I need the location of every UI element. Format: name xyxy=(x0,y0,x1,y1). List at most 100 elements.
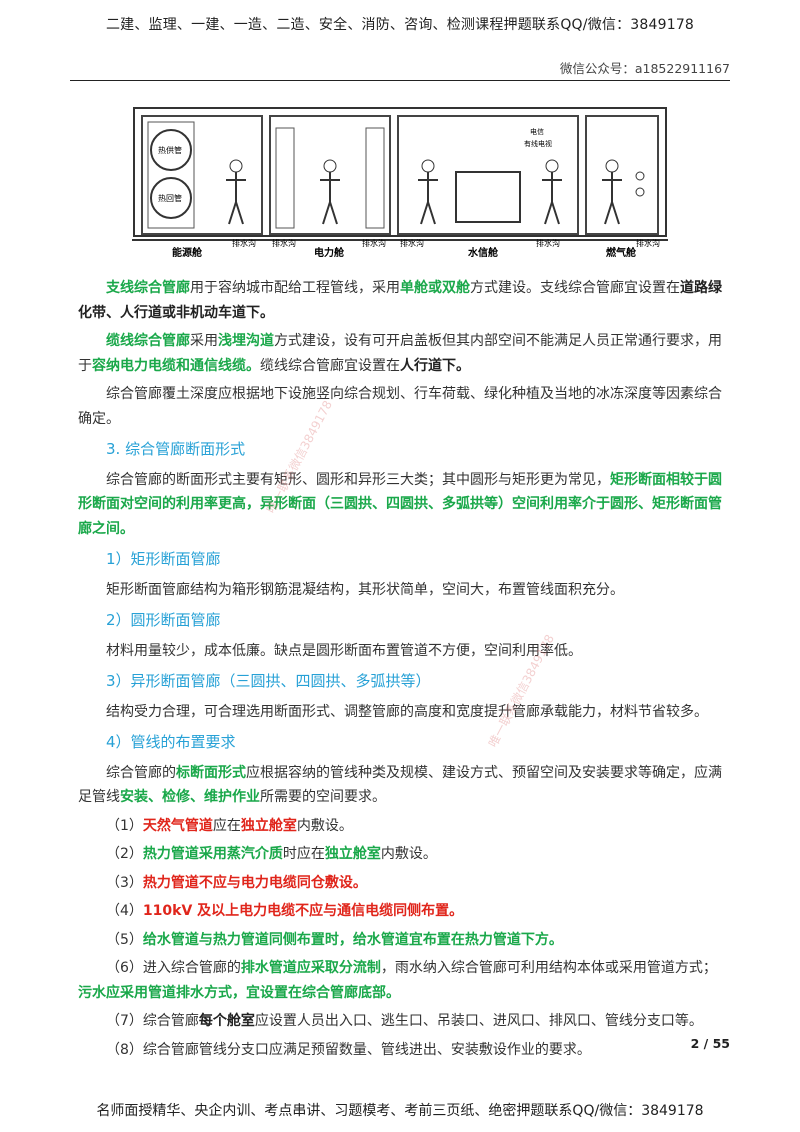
text: 综合管廊管线分支口应满足预留数量、管线进出、安装敷设作业的要求。 xyxy=(142,1041,591,1058)
text: 应在 xyxy=(212,817,241,834)
text: ，雨水纳入综合管廊可利用结构本体或采用管道方式； xyxy=(380,960,717,976)
worker-head xyxy=(229,159,243,173)
text: 用于容纳城市配给工程管线，采用 xyxy=(190,280,400,296)
paragraph-cover-depth: 综合管廊覆土深度应根据地下设施竖向综合规划、行车荷载、绿化种植及当地的冰冻深度等… xyxy=(78,386,722,427)
text: 综合管廊的 xyxy=(106,764,176,781)
content-body: 支线综合管廊用于容纳城市配给工程管线，采用单舱或双舱方式建设。支线综合管廊宜设置… xyxy=(78,276,724,1066)
red-term: 110kV 及以上电力电缆不应与通信电缆同侧布置。 xyxy=(142,903,464,919)
item-number: （2） xyxy=(106,846,143,862)
subheading-special-shape: 3）异形断面管廊（三圆拱、四圆拱、多弧拱等） xyxy=(106,672,431,690)
top-banner: 二建、监理、一建、一造、二造、安全、消防、咨询、检测课程押题联系QQ/微信：38… xyxy=(105,17,695,33)
figure-svg: 热供管 热回管 能源舱 排水沟 电力舱 排水沟 排水沟 电信 有线电视 水信舱 … xyxy=(132,107,668,259)
worker-figure xyxy=(542,172,562,225)
red-term: 天然气管道 xyxy=(142,817,213,834)
gas-pipe xyxy=(635,187,645,197)
drain-label-6: 排水沟 xyxy=(636,238,660,248)
text: 应根据容纳的管线种类及规模、建设方式、预留空间及安装要求等确定，应满足管线 xyxy=(78,764,722,806)
term: 排水管道应采取分流制 xyxy=(240,960,381,976)
paragraph-special-shape: 结构受力合理，可合理选用断面形式、调整管廊的高度和宽度提升管廊承载能力，材料节省… xyxy=(106,703,708,720)
worker-head xyxy=(323,159,337,173)
term: 热力管道采用蒸汽介质 xyxy=(142,846,283,862)
worker-head xyxy=(545,159,559,173)
drain-label-2: 排水沟 xyxy=(272,238,296,248)
subheading-circular: 2）圆形断面管廊 xyxy=(106,611,221,629)
cabin-name-energy: 能源舱 xyxy=(172,246,203,259)
drain-label-4: 排水沟 xyxy=(400,238,424,248)
red-term: 热力管道不应与电力电缆同仓敷设。 xyxy=(142,874,367,891)
pipe2-label: 热回管 xyxy=(158,193,182,203)
term: 单舱或双舱 xyxy=(400,280,470,296)
term: 容纳电力电缆和通信线缆。 xyxy=(92,357,260,374)
paragraph-branch-utility-tunnel: 支线综合管廊用于容纳城市配给工程管线，采用单舱或双舱方式建设。支线综合管廊宜设置… xyxy=(78,276,724,325)
header-rule xyxy=(70,80,730,81)
term: 污水应采用管道排水方式，宜设置在综合管廊底部。 xyxy=(78,984,400,1001)
cabin-water-telecom xyxy=(397,115,579,235)
wechat-account: 微信公众号：a18522911167 xyxy=(559,61,730,76)
list-item: （3）热力管道不应与电力电缆同仓敷设。 xyxy=(78,871,724,896)
term: 给水管道与热力管道同侧布置时，给水管道宜布置在热力管道下方。 xyxy=(142,931,563,948)
cabin-name-water-telecom: 水信舱 xyxy=(467,246,499,259)
text: 方式建设，设有可开启盖板但其内部空间不能满足人员正常通行要求，用于 xyxy=(78,333,722,374)
cable-tv-note: 有线电视 xyxy=(524,139,552,148)
cable-rack-right xyxy=(365,127,385,229)
item-number: （7） xyxy=(106,1013,143,1029)
cabin-name-power: 电力舱 xyxy=(314,246,345,259)
text: 综合管廊 xyxy=(142,1013,199,1029)
term: 标断面形式 xyxy=(176,764,246,781)
section-heading-3: 3. 综合管廊断面形式 xyxy=(106,440,246,458)
term: 浅埋沟道 xyxy=(218,333,274,349)
list-item: （6）进入综合管廊的排水管道应采取分流制，雨水纳入综合管廊可利用结构本体或采用管… xyxy=(78,956,724,1005)
text: 进入综合管廊的 xyxy=(142,960,241,976)
cabin-gas xyxy=(585,115,659,235)
item-number: （5） xyxy=(106,931,143,948)
cable-rack-left xyxy=(275,127,295,229)
paragraph-cable-tunnel: 缆线综合管廊采用浅埋沟道方式建设，设有可开启盖板但其内部空间不能满足人员正常通行… xyxy=(78,329,724,378)
subheading-rectangular: 1）矩形断面管廊 xyxy=(106,550,221,568)
item-number: （8） xyxy=(106,1041,143,1058)
text: 时应在 xyxy=(282,846,325,862)
drain-label-5: 排水沟 xyxy=(536,238,560,248)
pipe-circle-top xyxy=(150,129,192,171)
figure-frame xyxy=(133,107,667,237)
item-number: （1） xyxy=(106,817,143,834)
drain-label-1: 排水沟 xyxy=(232,238,256,248)
list-item: （4）110kV 及以上电力电缆不应与通信电缆同侧布置。 xyxy=(78,899,724,924)
paragraph-circular: 材料用量较少，成本低廉。缺点是圆形断面布置管道不方便，空间利用率低。 xyxy=(106,642,582,659)
emphasis: 道路绿化带、人行道或非机动车道下。 xyxy=(78,280,722,321)
pipe-circle-bottom xyxy=(150,177,192,219)
cross-section-figure: 热供管 热回管 能源舱 排水沟 电力舱 排水沟 排水沟 电信 有线电视 水信舱 … xyxy=(132,106,668,264)
bottom-banner: 名师面授精华、央企内训、考点串讲、习题模考、考前三页纸、绝密押题联系QQ/微信：… xyxy=(96,1103,704,1119)
term: 支线综合管廊 xyxy=(106,280,190,296)
text: 所需要的空间要求。 xyxy=(260,789,386,805)
paragraph-rectangular: 矩形断面管廊结构为箱形钢筋混凝结构，其形状简单，空间大，布置管线面积充分。 xyxy=(106,581,624,598)
list-item: （7）综合管廊每个舱室应设置人员出入口、逃生口、吊装口、进风口、排风口、管线分支… xyxy=(78,1009,724,1034)
list-item: （8）综合管廊管线分支口应满足预留数量、管线进出、安装敷设作业的要求。 xyxy=(78,1038,724,1063)
cabin-power xyxy=(269,115,391,235)
paragraph-layout-requirements: 综合管廊的标断面形式应根据容纳的管线种类及规模、建设方式、预留空间及安装要求等确… xyxy=(78,761,724,810)
text: 采用 xyxy=(190,333,218,349)
text: 综合管廊的断面形式主要有矩形、圆形和异形三大类；其中圆形与矩形更为常见， xyxy=(106,471,610,488)
item-number: （4） xyxy=(106,903,143,919)
red-term: 独立舱室 xyxy=(240,817,297,834)
emphasis: 每个舱室 xyxy=(198,1013,255,1029)
paragraph-section-forms: 综合管廊的断面形式主要有矩形、圆形和异形三大类；其中圆形与矩形更为常见，矩形断面… xyxy=(78,468,724,542)
text: 方式建设。支线综合管廊宜设置在 xyxy=(470,280,680,296)
text: 内敷设。 xyxy=(296,817,353,834)
subheading-layout-requirements: 4）管线的布置要求 xyxy=(106,733,236,751)
pipe1-label: 热供管 xyxy=(158,145,182,155)
cabin-energy xyxy=(141,115,263,235)
worker-figure xyxy=(226,172,246,225)
worker-figure xyxy=(602,172,622,225)
list-item: （2）热力管道采用蒸汽介质时应在独立舱室内敷设。 xyxy=(78,842,724,867)
list-item: （5）给水管道与热力管道同侧布置时，给水管道宜布置在热力管道下方。 xyxy=(78,928,724,953)
term: 矩形断面相较于圆形断面对空间的利用率更高，异形断面（三圆拱、四圆拱、多弧拱等）空… xyxy=(78,471,722,537)
list-item: （1）天然气管道应在独立舱室内敷设。 xyxy=(78,814,724,839)
item-number: （3） xyxy=(106,874,143,891)
term: 安装、检修、维护作业 xyxy=(120,789,260,805)
text: 内敷设。 xyxy=(380,846,437,862)
text: 缆线综合管廊宜设置在 xyxy=(260,357,400,374)
item-number: （6） xyxy=(106,960,143,976)
emphasis: 人行道下。 xyxy=(400,357,470,374)
worker-head xyxy=(421,159,435,173)
page-number: 2 / 55 xyxy=(690,1036,730,1051)
